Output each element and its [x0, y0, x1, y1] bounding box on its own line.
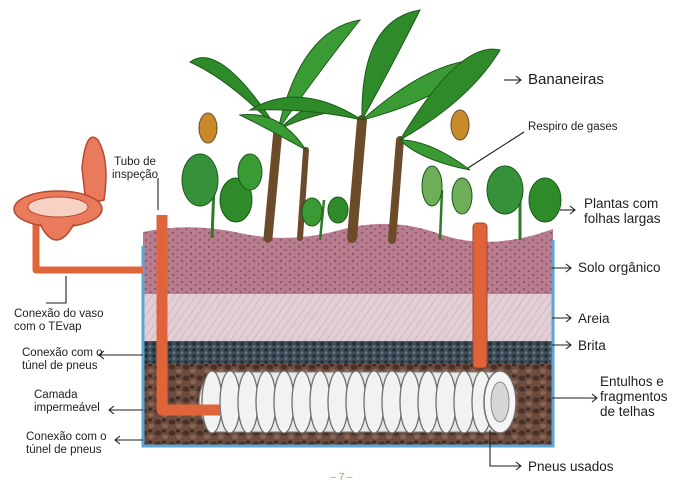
label-line: inspeção: [112, 168, 159, 181]
label-line: Entulhos e: [600, 374, 664, 389]
label-line: Camada: [34, 389, 78, 401]
toilet: [13, 136, 107, 241]
label-camada-impermeavel: Camada impermeável: [34, 389, 100, 415]
banana-bunch: [450, 109, 470, 141]
tire: [291, 370, 313, 434]
label-line: impermeável: [34, 401, 100, 414]
tire: [327, 370, 349, 434]
label-line: Conexão com o: [26, 431, 107, 443]
label-tubo-de-inspecao: Tubo de inspeção: [112, 156, 158, 182]
label-line: Conexão com o: [22, 347, 103, 359]
tire: [435, 370, 457, 434]
leader-lines: [46, 75, 598, 471]
tire-tunnel: [198, 370, 517, 434]
label-entulhos: Entulhos e fragmentos de telhas: [600, 374, 668, 419]
label-solo-organico: Solo orgânico: [578, 260, 661, 275]
banana-bunch: [198, 112, 218, 144]
label-pneus-usados: Pneus usados: [528, 459, 614, 474]
label-line: folhas largas: [584, 211, 661, 227]
tire: [201, 370, 223, 434]
label-line: com o TEvap: [14, 320, 82, 333]
page-number: – 7 –: [330, 472, 353, 483]
label-line: túnel de pneus: [26, 443, 102, 456]
label-conexao-tunel-1: Conexão com o túnel de pneus: [22, 347, 103, 373]
tire: [453, 370, 475, 434]
label-respiro-de-gases: Respiro de gases: [528, 121, 618, 133]
pipes: [32, 212, 488, 416]
label-line: Tubo de: [114, 156, 156, 168]
label-line: fragmentos: [600, 389, 668, 405]
waterproof-liner: [141, 240, 555, 448]
tire: [345, 370, 367, 434]
gas-vent-pipe: [472, 222, 488, 369]
tunnel-connection-pipe: [156, 215, 220, 416]
label-areia: Areia: [578, 311, 610, 326]
label-conexao-vaso: Conexão do vaso com o TEvap: [14, 308, 104, 334]
tire: [417, 370, 439, 434]
label-line: de telhas: [600, 404, 655, 420]
plants: [181, 9, 562, 244]
tire: [399, 370, 421, 434]
tire: [363, 370, 385, 434]
tire: [255, 370, 277, 434]
label-line: Plantas com: [584, 196, 659, 211]
label-line: túnel de pneus: [22, 359, 98, 372]
toilet-connection-pipe: [32, 212, 143, 274]
label-conexao-tunel-2: Conexão com o túnel de pneus: [26, 431, 107, 457]
tire: [309, 370, 331, 434]
label-brita: Brita: [578, 338, 606, 353]
tire: [237, 370, 259, 434]
tire: [219, 370, 241, 434]
tire: [381, 370, 403, 434]
label-bananeiras: Bananeiras: [528, 71, 604, 88]
label-plantas-folhas-largas: Plantas com folhas largas: [584, 196, 661, 226]
label-line: Conexão do vaso: [14, 308, 104, 320]
tire: [273, 370, 295, 434]
